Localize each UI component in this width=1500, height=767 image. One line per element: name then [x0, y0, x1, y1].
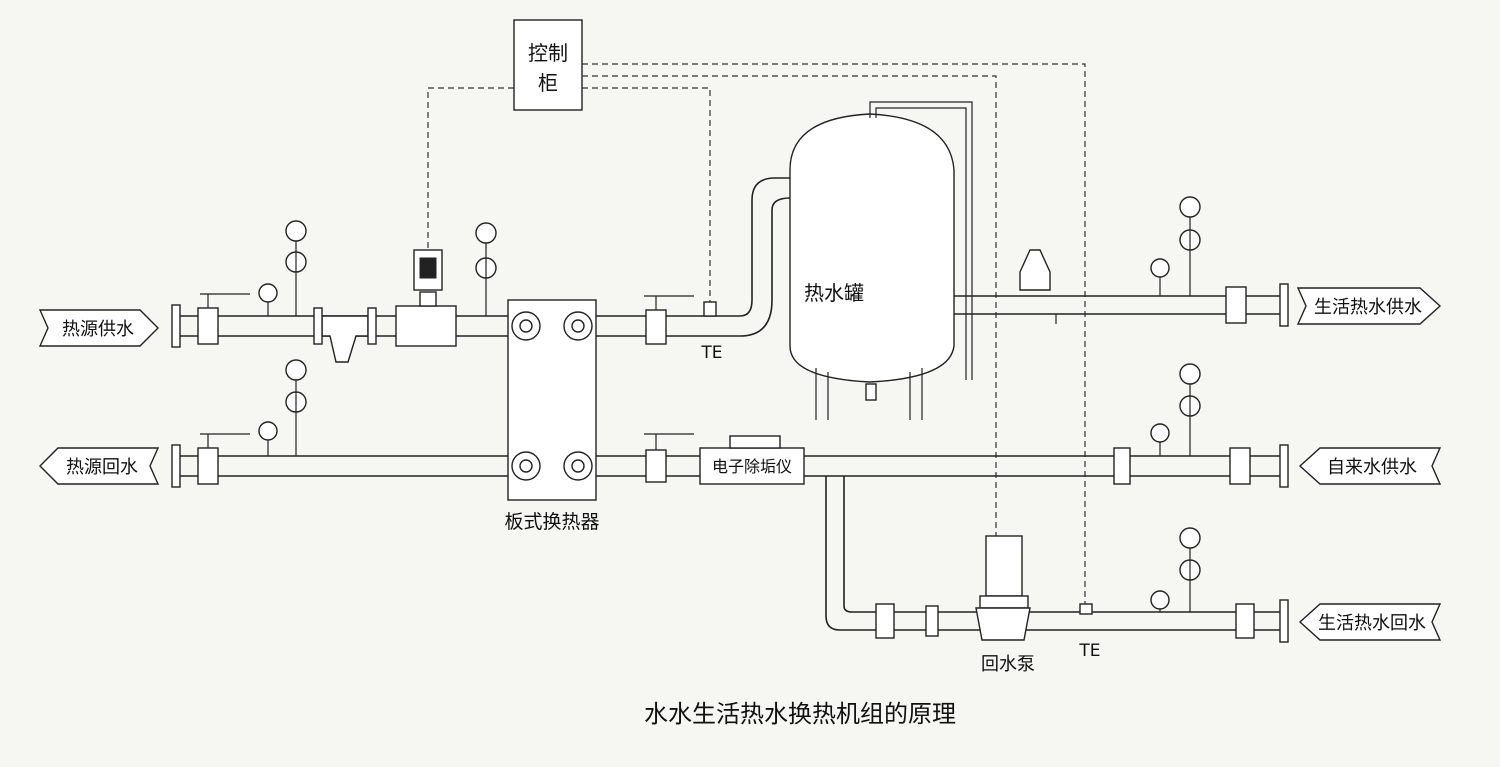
diagram-caption: 水水生活热水换热机组的原理 [644, 700, 956, 728]
arrow-heat-source-return: 热源回水 [39, 447, 160, 485]
pressure-gauge-9 [1179, 363, 1201, 456]
control-cabinet-label-line2: 柜 [538, 71, 558, 95]
control-signal-lines [427, 63, 1086, 605]
arrow-heat-source-supply: 热源供水 [38, 309, 159, 347]
plate-heat-exchanger: 板式换热器 [504, 299, 600, 533]
label-tap-water-supply: 自来水供水 [1327, 457, 1417, 478]
pressure-gauge-3 [475, 222, 497, 316]
pressure-gauge-1 [258, 283, 278, 316]
electronic-descaler: 电子除垢仪 [699, 435, 805, 485]
tank-label: 热水罐 [804, 281, 864, 305]
te-label-top: TE [700, 343, 722, 363]
label-domestic-hot-supply: 生活热水供水 [1314, 297, 1422, 318]
heat-source-return-line [171, 433, 508, 488]
pressure-gauge-7 [285, 359, 307, 456]
arrow-tap-water-supply: 自来水供水 [1298, 447, 1442, 485]
control-cabinet: 控制 柜 [513, 19, 583, 111]
arrow-domestic-hot-return: 生活热水回水 [1298, 603, 1442, 641]
pressure-gauge-4 [1150, 258, 1170, 296]
pressure-gauge-2 [285, 220, 307, 316]
label-heat-source-supply: 热源供水 [62, 319, 134, 340]
pump-label: 回水泵 [981, 654, 1035, 675]
pressure-gauge-11 [1179, 527, 1201, 612]
arrow-domestic-hot-supply: 生活热水供水 [1296, 287, 1442, 325]
pressure-gauge-8 [1150, 423, 1170, 456]
heat-source-supply-line [171, 177, 791, 363]
domestic-hot-return-line [825, 476, 1289, 643]
return-pump: 回水泵 [975, 535, 1035, 675]
te-label-bottom: TE [1078, 641, 1100, 661]
label-heat-source-return: 热源回水 [66, 457, 138, 478]
label-domestic-hot-return: 生活热水回水 [1318, 613, 1426, 634]
pressure-gauge-5 [1179, 196, 1201, 296]
pressure-gauge-10 [1150, 590, 1170, 612]
heat-exchanger-label: 板式换热器 [504, 511, 599, 533]
pressure-gauge-6 [258, 421, 278, 456]
domestic-hot-supply-line [954, 249, 1289, 327]
control-cabinet-label-line1: 控制 [528, 41, 568, 65]
hot-water-tank: 热水罐 [789, 101, 973, 420]
descaler-label: 电子除垢仪 [712, 457, 792, 476]
